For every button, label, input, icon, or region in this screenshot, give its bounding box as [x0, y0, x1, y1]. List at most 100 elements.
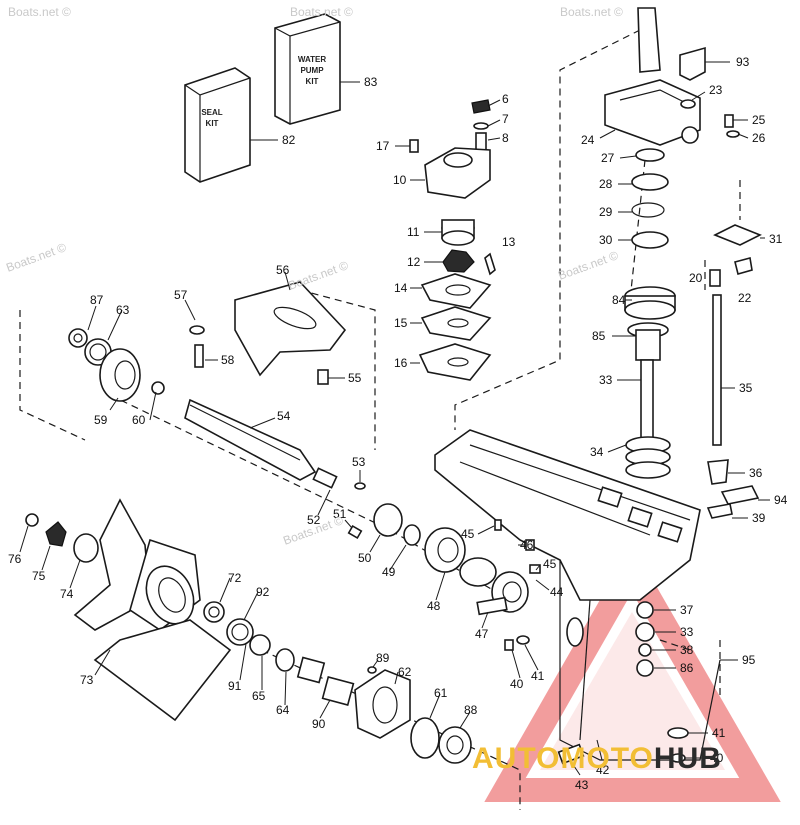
svg-text:AUTOMOTOHUB: AUTOMOTOHUB	[472, 742, 722, 775]
water-pump-stack	[409, 99, 496, 381]
callout-45: 45	[461, 527, 475, 541]
shift-assembly	[604, 7, 762, 287]
callout-38: 38	[680, 643, 694, 657]
callout-26: 26	[752, 131, 766, 145]
callout-36: 36	[749, 466, 763, 480]
callout-47: 47	[475, 627, 489, 641]
callout-22: 22	[738, 291, 752, 305]
brand-wordmark: AUTOMOTOHUB	[472, 742, 722, 775]
callout-20: 20	[689, 271, 703, 285]
callout-numbers: 93 6 7 8 17 10 11 12 13 14 15 16 83 82 2…	[8, 55, 788, 792]
water-pump-kit-box: WATER PUMP KIT	[274, 13, 341, 125]
propshaft-assembly	[68, 328, 541, 651]
callout-92: 92	[256, 585, 270, 599]
callout-6: 6	[502, 92, 509, 106]
callout-42: 42	[596, 763, 610, 777]
callout-54: 54	[277, 409, 291, 423]
callout-48: 48	[427, 599, 441, 613]
callout-13: 13	[502, 235, 516, 249]
gear-housing	[434, 429, 721, 765]
driveshaft	[624, 286, 760, 519]
callout-76: 76	[8, 552, 22, 566]
callout-27: 27	[601, 151, 615, 165]
callout-50: 50	[358, 551, 372, 565]
callout-28: 28	[599, 177, 613, 191]
callout-15: 15	[394, 316, 408, 330]
callout-60: 60	[132, 413, 146, 427]
brand-triangle	[484, 543, 781, 802]
callout-37: 37	[680, 603, 694, 617]
brand-hub: HUB	[654, 742, 722, 775]
callout-86: 86	[680, 661, 694, 675]
callout-72: 72	[228, 571, 242, 585]
callout-39: 39	[752, 511, 766, 525]
propeller	[25, 498, 232, 722]
callout-17: 17	[376, 139, 390, 153]
watermark-4: Boats.net ©	[4, 240, 68, 275]
callout-11: 11	[407, 225, 420, 239]
callout-29: 29	[599, 205, 613, 219]
callout-90: 90	[312, 717, 326, 731]
callout-58: 58	[221, 353, 235, 367]
callout-88: 88	[464, 703, 478, 717]
callout-93: 93	[736, 55, 750, 69]
callout-56: 56	[276, 263, 290, 277]
leader-lines	[19, 61, 770, 776]
callout-34: 34	[590, 445, 604, 459]
brand-moto: MOTO	[560, 742, 653, 775]
seal-kit-line2: KIT	[206, 119, 219, 128]
callout-25: 25	[752, 113, 766, 127]
callout-41: 41	[531, 669, 545, 683]
callout-16: 16	[394, 356, 408, 370]
water-pickup	[189, 281, 347, 385]
callout-64: 64	[276, 703, 290, 717]
callout-95: 95	[742, 653, 756, 667]
watermark-1: Boats.net ©	[8, 5, 71, 19]
watermark-2: Boats.net ©	[290, 5, 353, 19]
callout-45b: 45	[543, 557, 557, 571]
callout-83: 83	[364, 75, 378, 89]
bearing-carrier	[203, 601, 472, 764]
callout-57: 57	[174, 288, 188, 302]
callout-89: 89	[376, 651, 390, 665]
callout-31: 31	[769, 232, 783, 246]
callout-91: 91	[228, 679, 242, 693]
callout-24: 24	[581, 133, 595, 147]
callout-62: 62	[398, 665, 412, 679]
callout-55: 55	[348, 371, 362, 385]
callout-52: 52	[307, 513, 321, 527]
callout-63: 63	[116, 303, 130, 317]
callout-40: 40	[510, 677, 524, 691]
callout-85: 85	[592, 329, 606, 343]
callout-7: 7	[502, 112, 509, 126]
callout-73: 73	[80, 673, 94, 687]
callout-14: 14	[394, 281, 408, 295]
seal-kit-box: SEAL KIT	[184, 67, 251, 183]
callout-75: 75	[32, 569, 46, 583]
callout-94: 94	[774, 493, 788, 507]
callout-23: 23	[709, 83, 723, 97]
callout-46: 46	[520, 538, 534, 552]
callout-12: 12	[407, 255, 421, 269]
callout-43: 43	[575, 778, 589, 792]
callout-53: 53	[352, 455, 366, 469]
callout-30: 30	[599, 233, 613, 247]
callout-44: 44	[550, 585, 564, 599]
callout-84: 84	[612, 293, 626, 307]
seal-kit-line1: SEAL	[201, 108, 222, 117]
callout-61: 61	[434, 686, 448, 700]
watermark-3: Boats.net ©	[560, 5, 623, 19]
callout-87: 87	[90, 293, 104, 307]
brand-auto: AUTO	[472, 742, 560, 775]
callout-35: 35	[739, 381, 753, 395]
callout-33b: 33	[680, 625, 694, 639]
callout-51: 51	[333, 507, 347, 521]
pump-kit-line2: PUMP	[300, 66, 324, 75]
pump-kit-line1: WATER	[298, 55, 327, 64]
callout-82: 82	[282, 133, 296, 147]
callout-10: 10	[393, 173, 407, 187]
callout-49: 49	[382, 565, 396, 579]
pump-kit-line3: KIT	[306, 77, 319, 86]
